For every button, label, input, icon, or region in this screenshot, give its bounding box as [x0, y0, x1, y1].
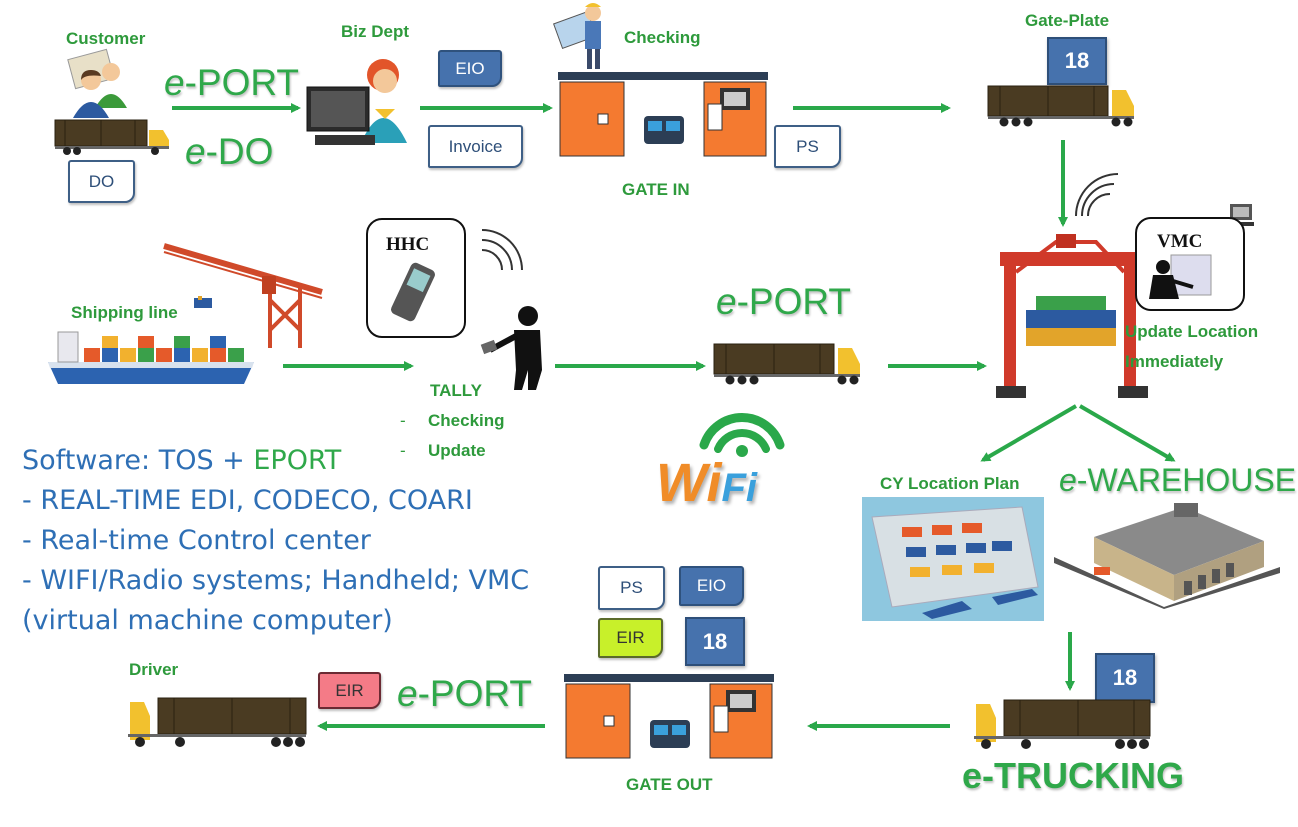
wifi-signal-icon	[699, 412, 785, 457]
customer-people-icon	[67, 48, 127, 118]
eport-label-top: e-PORT	[164, 62, 300, 103]
handheld-device-icon	[391, 262, 435, 322]
cy-location-plan-label: CY Location Plan	[880, 474, 1020, 493]
ewarehouse-label: e-WAREHOUSE	[1059, 462, 1297, 498]
tally-person-icon	[480, 306, 542, 390]
update-location-line1: Update Location	[1125, 322, 1259, 341]
vmc-signal-icon	[1075, 173, 1119, 217]
cy-location-plan-image	[862, 497, 1044, 621]
vmc-label: VMC	[1157, 231, 1203, 252]
shipping-line-label: Shipping line	[71, 303, 178, 322]
ps-document-bottom: PS	[598, 566, 665, 610]
update-location-line2: Immediately	[1125, 352, 1224, 371]
eport-label-bottom: e-PORT	[397, 673, 533, 714]
software-line5: (virtual machine computer)	[22, 605, 393, 636]
trucking-plate-number: 18	[1095, 653, 1155, 703]
warehouse-image	[1054, 503, 1280, 609]
etrucking-label: e-TRUCKING	[962, 755, 1184, 796]
hhc-label: HHC	[386, 234, 430, 255]
tally-label: TALLY	[430, 381, 482, 400]
eport-label-middle: e-PORT	[716, 281, 852, 322]
gate-plate-number: 18	[1047, 37, 1107, 85]
software-line2: - REAL-TIME EDI, CODECO, COARI	[22, 485, 473, 516]
wifi-logo: WiFi	[656, 453, 758, 513]
eir-document-lime: EIR	[598, 618, 663, 658]
biz-dept-label: Biz Dept	[341, 22, 409, 41]
tally-dash-2: -	[400, 441, 406, 460]
operator-computer-icon	[306, 59, 407, 145]
gate-plate-label: Gate-Plate	[1025, 11, 1110, 30]
edo-label: e-DO	[185, 131, 274, 172]
eir-document-pink: EIR	[318, 672, 381, 709]
vmc-bubble: VMC	[1135, 217, 1245, 311]
gate-out-label: GATE OUT	[626, 775, 713, 794]
driver-truck-icon	[128, 697, 307, 747]
eio-document-bottom: EIO	[679, 566, 744, 606]
container-hoist-icon	[194, 296, 212, 308]
software-line4: - WIFI/Radio systems; Handheld; VMC	[22, 565, 530, 596]
arrow-crane-to-warehouse	[1078, 404, 1176, 462]
driver-label: Driver	[129, 660, 179, 679]
container-ship-icon	[48, 331, 254, 384]
arrow-crane-to-cy	[980, 404, 1078, 462]
checking-worker-icon	[552, 3, 601, 69]
trucking-truck-icon	[974, 699, 1151, 749]
middle-truck-icon	[713, 343, 860, 385]
customer-truck-icon	[54, 119, 169, 155]
do-document: DO	[68, 160, 135, 203]
gate-out-icon	[564, 674, 774, 759]
tally-dash-1: -	[400, 411, 406, 430]
gate-in-label: GATE IN	[622, 180, 690, 199]
hhc-bubble: HHC	[366, 218, 466, 338]
vmc-operator-icon	[1149, 254, 1212, 299]
sts-crane-icon	[163, 243, 323, 348]
eio-document-top: EIO	[438, 50, 502, 87]
hhc-signal-icon	[481, 229, 523, 271]
rtg-crane-icon	[996, 234, 1150, 398]
tally-item-update: Update	[428, 441, 486, 460]
tally-item-checking: Checking	[428, 411, 505, 430]
invoice-document: Invoice	[428, 125, 523, 168]
gate-in-icon	[558, 72, 768, 157]
customer-label: Customer	[66, 29, 146, 48]
software-line3: - Real-time Control center	[22, 525, 371, 556]
software-line1: Software: TOS + EPORT	[22, 445, 342, 476]
checking-label: Checking	[624, 28, 701, 47]
gate-plate-truck-icon	[987, 85, 1134, 127]
ps-document-top: PS	[774, 125, 841, 168]
gate-out-plate-number: 18	[685, 617, 745, 666]
